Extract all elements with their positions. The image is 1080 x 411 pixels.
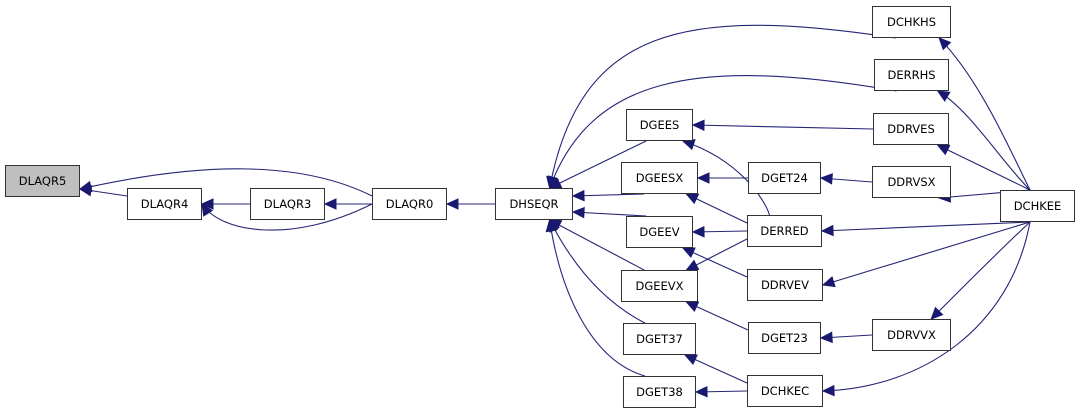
arrowhead-icon [696, 172, 710, 184]
arrowhead-icon [936, 144, 951, 156]
node-dchkec[interactable]: DCHKEC [747, 375, 823, 407]
edge-dchkee-to-ddrvvx [930, 221, 1031, 320]
node-dgeev[interactable]: DGEEV [626, 216, 693, 248]
edge-dget38-to-dhseqr [549, 219, 646, 377]
node-derred[interactable]: DERRED [747, 215, 822, 247]
arrowhead-icon [930, 306, 944, 320]
node-label: DCHKHS [886, 15, 937, 29]
arrowhead-icon [819, 173, 833, 185]
arrowhead-icon [820, 224, 834, 237]
node-label: DCHKEE [1013, 199, 1062, 213]
node-ddrves[interactable]: DDRVES [873, 113, 949, 145]
arrowhead-icon [691, 226, 705, 238]
edge-derred-to-dgees [682, 140, 771, 216]
edge-dchkee-to-derrhs [937, 90, 1031, 191]
node-ddrvvx[interactable]: DDRVVX [872, 319, 951, 351]
arrowhead-icon [445, 198, 459, 210]
arrowhead-icon [685, 193, 700, 205]
arrowhead-icon [685, 259, 700, 271]
arrowhead-icon [548, 177, 563, 189]
node-derrhs[interactable]: DERRHS [874, 59, 949, 91]
arrowhead-icon [681, 247, 696, 259]
node-dget23[interactable]: DGET23 [748, 322, 821, 354]
node-label: DCHKEC [760, 384, 810, 398]
arrowhead-icon [78, 184, 93, 197]
node-label: DHSEQR [509, 197, 559, 211]
edge-dchkee-to-dchkec [822, 221, 1031, 392]
arrowhead-icon [694, 385, 708, 398]
node-label: DGET38 [636, 385, 683, 399]
node-label: DLAQR0 [385, 197, 434, 211]
node-dchkee[interactable]: DCHKEE [1000, 190, 1075, 222]
node-label: DDRVES [887, 122, 935, 136]
edge-dlaqr0-to-dlaqr4 [201, 203, 373, 231]
edge-dchkhs-to-dhseqr [549, 24, 896, 189]
edge-dgeev-to-dhseqr [572, 211, 647, 217]
node-dlaqr5: DLAQR5 [5, 165, 80, 197]
node-dhseqr[interactable]: DHSEQR [495, 188, 573, 220]
node-label: DGET23 [761, 331, 808, 345]
node-label: DGET24 [761, 171, 808, 185]
edge-dlaqr0-to-dlaqr5 [79, 168, 373, 197]
edge-dgeesx-to-dhseqr [572, 193, 645, 197]
node-label: DDRVEV [760, 278, 810, 292]
node-dchkhs[interactable]: DCHKHS [872, 6, 951, 38]
node-dlaqr3[interactable]: DLAQR3 [250, 188, 325, 220]
node-label: DGEESX [635, 171, 684, 185]
arrowhead-icon [821, 384, 835, 397]
arrowhead-icon [571, 189, 585, 202]
node-dgeesx[interactable]: DGEESX [621, 162, 698, 194]
edge-dgeevx-to-dhseqr [549, 219, 645, 271]
arrowhead-icon [323, 198, 337, 210]
edge-dchkee-to-derred [821, 221, 1031, 232]
arrowhead-icon [201, 202, 214, 217]
arrowhead-icon [938, 37, 952, 51]
node-label: DGET37 [636, 332, 683, 346]
arrowhead-icon [685, 301, 700, 313]
arrowhead-icon [819, 331, 833, 344]
edge-dchkee-to-dchkhs [938, 37, 1031, 191]
node-dlaqr0[interactable]: DLAQR0 [372, 188, 447, 220]
node-ddrvev[interactable]: DDRVEV [747, 269, 823, 301]
arrowhead-icon [821, 276, 836, 288]
arrowhead-icon [571, 206, 585, 219]
arrowhead-icon [936, 90, 951, 102]
edge-ddrvev-to-dgeev [682, 247, 748, 278]
node-label: DLAQR5 [18, 174, 67, 188]
node-dget24[interactable]: DGET24 [748, 162, 821, 194]
node-label: DLAQR3 [263, 197, 312, 211]
edge-dchkee-to-ddrvev [822, 221, 1031, 286]
node-label: DLAQR4 [140, 197, 189, 211]
arrowhead-icon [545, 218, 558, 233]
node-label: DERRED [760, 224, 809, 238]
node-label: DERRHS [887, 68, 936, 82]
arrowhead-icon [683, 354, 698, 366]
node-label: DDRVVX [887, 328, 936, 342]
node-label: DGEEVX [635, 279, 684, 293]
edge-dgees-to-dhseqr [549, 140, 647, 189]
arrowhead-icon [691, 119, 705, 132]
node-dget38[interactable]: DGET38 [623, 376, 696, 408]
node-dlaqr4[interactable]: DLAQR4 [127, 188, 202, 220]
node-dgees[interactable]: DGEES [626, 109, 693, 141]
node-ddrvsx[interactable]: DDRVSX [872, 166, 951, 198]
edge-dget37-to-dhseqr [549, 219, 646, 324]
edge-ddrves-to-dgees [692, 124, 874, 130]
edge-derrhs-to-dhseqr [549, 75, 897, 189]
node-dget37[interactable]: DGET37 [623, 323, 696, 355]
edge-dchkee-to-ddrves [937, 144, 1031, 191]
arrowhead-icon [200, 198, 214, 210]
node-dgeevx[interactable]: DGEEVX [621, 270, 698, 302]
node-label: DGEES [639, 118, 680, 132]
node-label: DDRVSX [887, 175, 936, 189]
arrowhead-icon [681, 139, 696, 151]
node-label: DGEEV [639, 225, 680, 239]
